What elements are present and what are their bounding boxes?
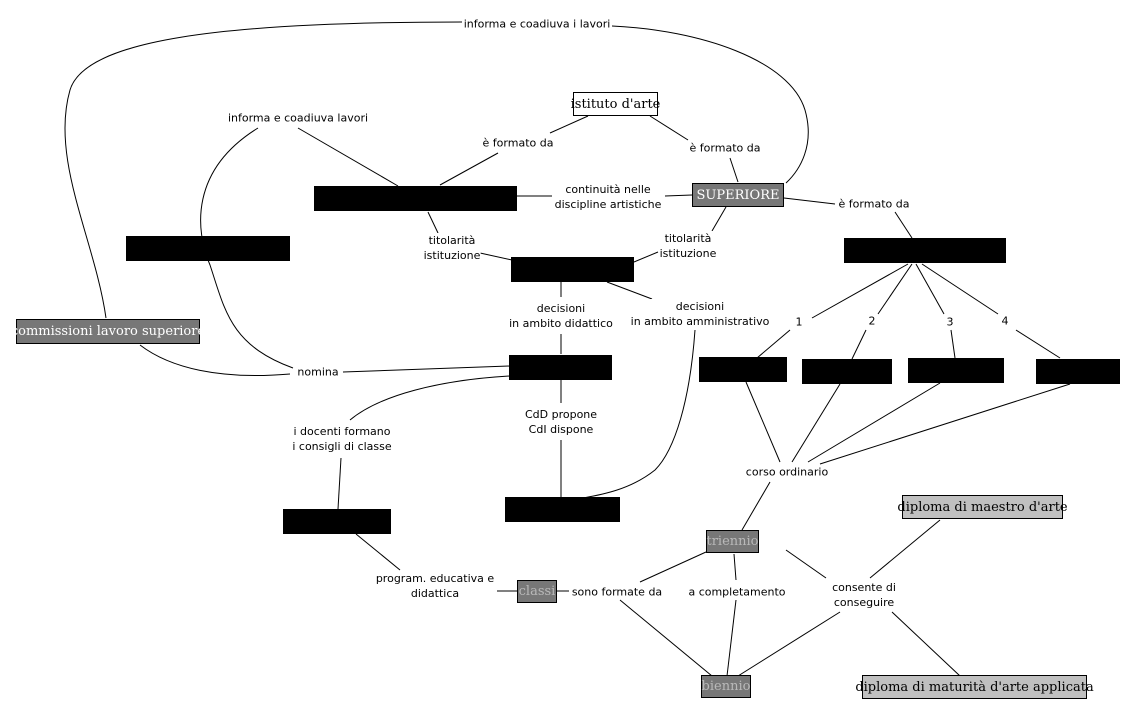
line-blk-n4 [921, 263, 999, 315]
label-formato-da-far: è formato da [838, 196, 910, 212]
line-docenti-blk [337, 457, 342, 510]
label-decisioni-amministrativo: decisioni in ambito amministrativo [630, 299, 770, 329]
line-n4-blk [1015, 329, 1061, 359]
redacted-node[interactable] [314, 186, 517, 211]
label-number-2: 2 [868, 313, 876, 329]
redacted-node[interactable] [126, 236, 290, 261]
label-program: program. educativa e didattica [375, 571, 495, 601]
label-cdd: CdD propone CdI dispone [524, 407, 598, 437]
line-blk3-docenti [349, 375, 511, 421]
redacted-node[interactable] [699, 357, 787, 382]
line-consente-biennio [737, 611, 841, 677]
line-blk-corso-2 [791, 383, 841, 463]
label-corso-ordinario: corso ordinario [745, 464, 829, 480]
label-number-1: 1 [795, 314, 803, 330]
redacted-node[interactable] [505, 497, 620, 522]
node-triennio[interactable]: triennio [706, 530, 759, 553]
line-nomina-blk3 [342, 365, 511, 373]
line-formato-left-blk1 [439, 152, 499, 186]
line-triennio-completamento [733, 553, 737, 581]
line-formato-right-superiore [729, 157, 739, 183]
line-decisioni-amm-blk [582, 329, 696, 499]
line-informa-nomina [200, 127, 294, 369]
label-nomina: nomina [297, 364, 339, 380]
line-blk-corso-4 [819, 383, 1071, 465]
redacted-node[interactable] [1036, 359, 1120, 384]
line-blk1-titolarita [427, 211, 439, 234]
line-blk2-decisioni-amm [606, 281, 653, 300]
line-blk-corso-3 [807, 382, 941, 463]
node-superiore[interactable]: SUPERIORE [692, 183, 784, 207]
line-informa-blk1 [297, 127, 399, 187]
redacted-node[interactable] [509, 355, 612, 380]
redacted-node[interactable] [511, 257, 634, 282]
line-n3-blk [950, 329, 956, 359]
line-consente-maturita [891, 611, 961, 677]
line-loop-commissioni-label [64, 21, 463, 319]
line-corso-triennio [741, 481, 771, 531]
line-formato-far-blk [894, 211, 913, 239]
line-n2-blk [851, 329, 867, 360]
line-consente-maestro [869, 519, 941, 579]
line-loop-label-superiore [611, 25, 809, 184]
node-classi[interactable]: classi [517, 580, 557, 603]
line-superiore-titolarita [711, 206, 727, 232]
line-sono-biennio [619, 599, 713, 677]
line-n1-blk [756, 329, 791, 359]
line-titolarita-blk2 [479, 252, 513, 261]
node-istituto-arte[interactable]: istituto d'arte [571, 92, 660, 116]
line-blk-n3 [915, 263, 945, 315]
node-commissioni[interactable]: commissioni lavoro superiore [11, 319, 205, 344]
line-istituto-formato-left [549, 115, 589, 134]
node-diploma-maturita[interactable]: diploma di maturità d'arte applicata [855, 675, 1094, 699]
label-formato-da-left: è formato da [482, 135, 554, 151]
label-docenti: i docenti formano i consigli di classe [292, 424, 392, 454]
label-informa-coadiuva-lavori: informa e coadiuva lavori [227, 110, 369, 126]
line-triennio-sono [639, 551, 707, 583]
label-number-4: 4 [1001, 313, 1009, 329]
line-blk-corso-1 [745, 381, 781, 463]
line-superiore-formato-far [783, 197, 836, 205]
redacted-node[interactable] [908, 358, 1004, 383]
line-continuita-superiore [664, 194, 693, 197]
label-number-3: 3 [946, 314, 954, 330]
line-triennio-consente [785, 549, 827, 579]
line-titolarita-blk2-right [633, 251, 659, 263]
label-formato-da-right: è formato da [689, 140, 761, 156]
node-diploma-maestro[interactable]: diploma di maestro d'arte [897, 495, 1068, 519]
label-sono-formate: sono formate da [571, 584, 663, 600]
line-istituto-formato-right [649, 115, 689, 141]
label-informa-coadiuva-i-lavori: informa e coadiuva i lavori [463, 16, 611, 32]
line-blk-n1 [811, 263, 909, 319]
label-consente: consente di conseguire [832, 580, 896, 610]
node-biennio[interactable]: biennio [701, 675, 751, 698]
line-commissioni-nomina [139, 344, 291, 377]
label-titolarita-right: titolarità istituzione [659, 231, 717, 261]
redacted-node[interactable] [802, 359, 892, 384]
label-titolarita-left: titolarità istituzione [423, 233, 481, 263]
line-blk-n2 [877, 263, 913, 315]
label-decisioni-didattico: decisioni in ambito didattico [509, 301, 613, 331]
label-a-completamento: a completamento [688, 584, 786, 600]
redacted-node[interactable] [283, 509, 391, 534]
label-continuita: continuità nelle discipline artistiche [554, 182, 662, 212]
redacted-node[interactable] [844, 238, 1006, 263]
line-completamento-biennio [726, 599, 737, 677]
line-blk-program [355, 533, 401, 571]
